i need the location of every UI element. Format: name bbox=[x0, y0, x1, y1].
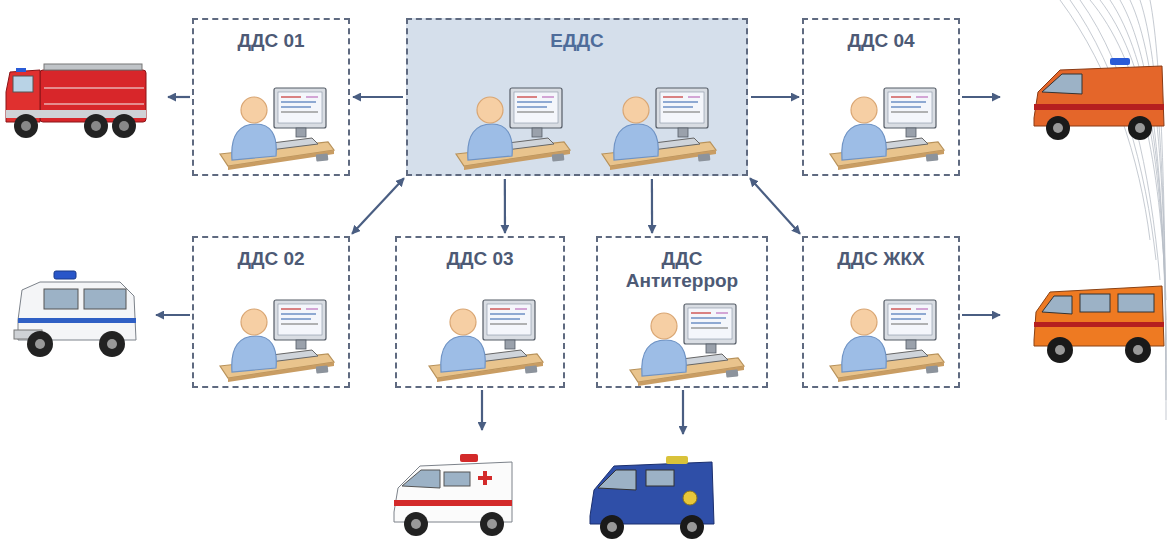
service-name: ДДС 04 bbox=[804, 30, 958, 52]
service-name: ДДС 03 bbox=[397, 248, 563, 270]
operator-icon bbox=[826, 294, 946, 384]
dispatch-service-box: ДДС 01 bbox=[192, 18, 350, 176]
connector-arrow bbox=[353, 96, 403, 98]
service-name: ДДС Антитеррор bbox=[620, 248, 745, 292]
dispatch-service-box: ДДС 03 bbox=[395, 236, 565, 388]
dispatch-service-box: ДДС 02 bbox=[192, 236, 350, 388]
operator-icon bbox=[598, 82, 718, 172]
service-name: ДДС ЖКХ bbox=[804, 248, 958, 270]
operator-icon bbox=[216, 82, 336, 172]
operator-icon bbox=[826, 82, 946, 172]
connector-arrow bbox=[750, 178, 800, 234]
connector-arrow bbox=[651, 179, 653, 233]
dispatch-service-box: ДДС 04 bbox=[802, 18, 960, 176]
service-name: ДДС 01 bbox=[194, 30, 348, 52]
service-name: ЕДДС bbox=[408, 30, 746, 52]
connector-arrow bbox=[751, 96, 799, 98]
operator-icon bbox=[216, 294, 336, 384]
dispatch-service-box: ДДС ЖКХ bbox=[802, 236, 960, 388]
dispatch-service-box: ДДС Антитеррор bbox=[596, 236, 768, 388]
connector-arrow bbox=[504, 179, 506, 233]
operator-icon bbox=[452, 82, 572, 172]
connector-arrow bbox=[352, 178, 404, 234]
operator-icon bbox=[626, 298, 746, 388]
central-dispatch-box: ЕДДС bbox=[406, 18, 748, 176]
operator-icon bbox=[425, 294, 545, 384]
service-name: ДДС 02 bbox=[194, 248, 348, 270]
